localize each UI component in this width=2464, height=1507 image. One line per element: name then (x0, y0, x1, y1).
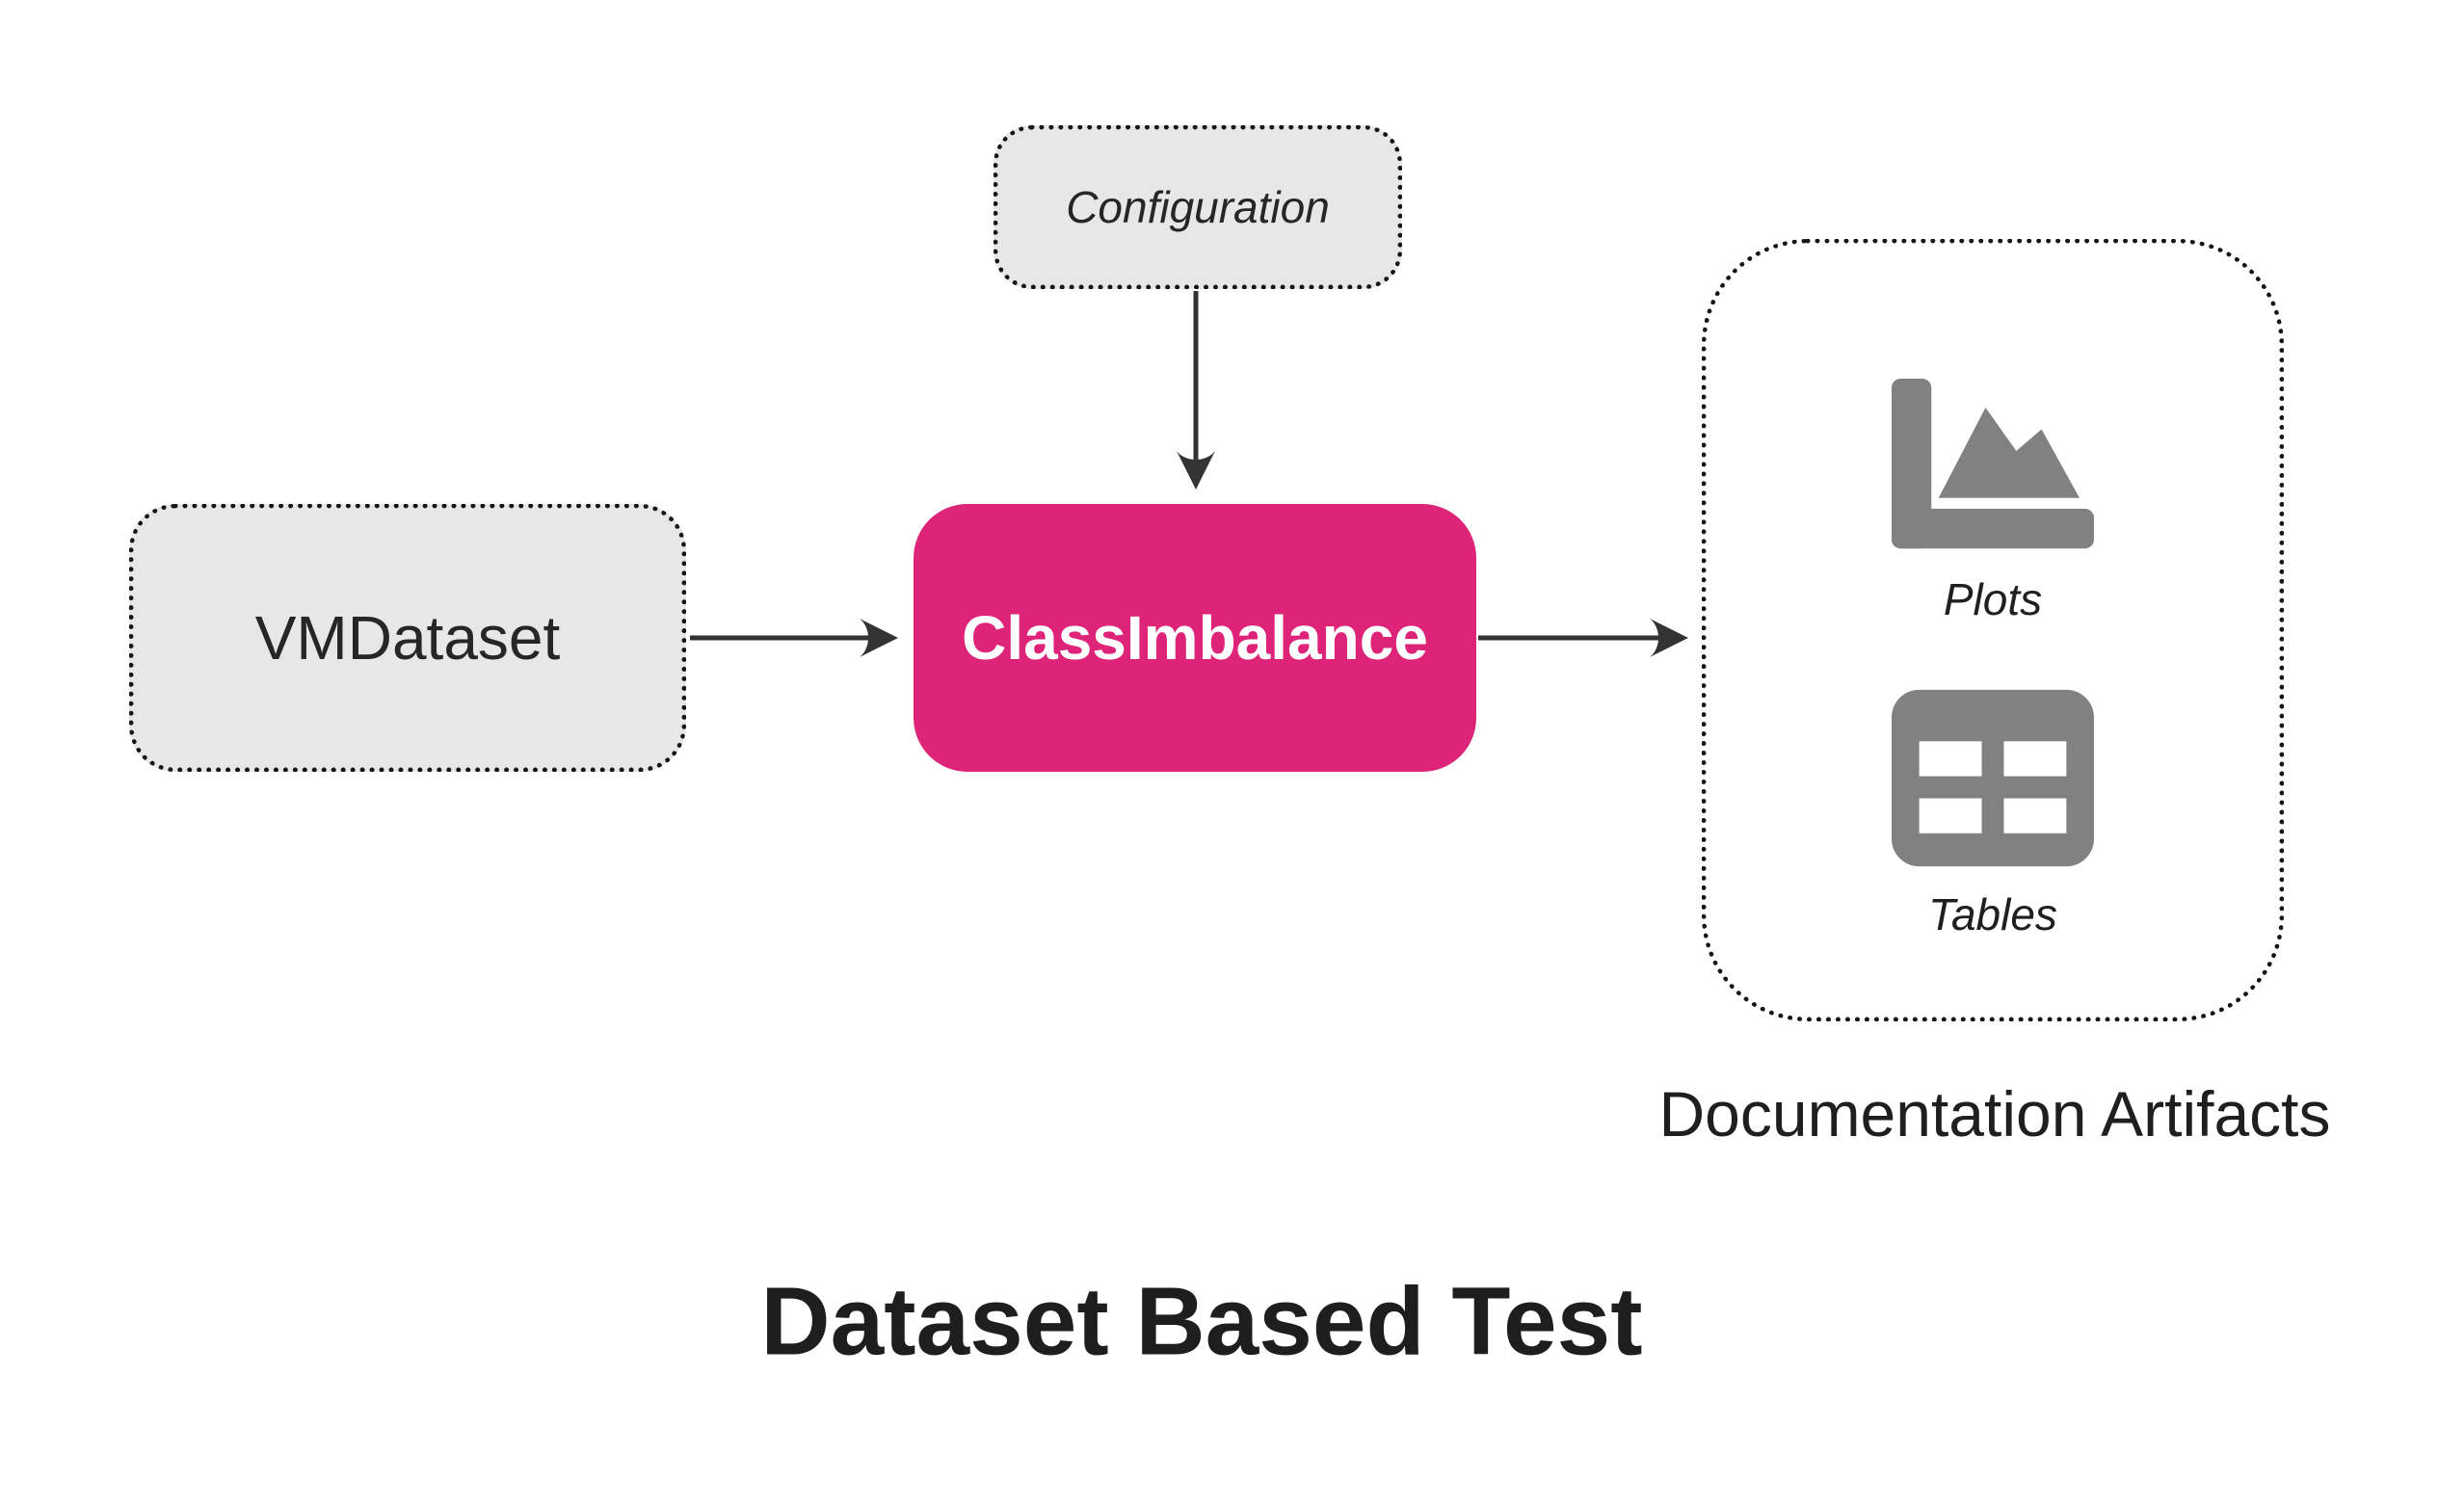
class-imbalance-node: ClassImbalance (914, 504, 1476, 772)
vmdataset-node: VMDataset (129, 504, 686, 772)
configuration-node: Configuration (994, 125, 1402, 289)
vmdataset-label: VMDataset (254, 602, 561, 673)
class-imbalance-label: ClassImbalance (962, 602, 1428, 673)
area-chart-icon (1892, 379, 2094, 549)
documentation-artifacts-caption: Documentation Artifacts (1658, 1078, 2331, 1150)
diagram-title: Dataset Based Test (760, 1267, 1643, 1376)
plots-label: Plots (1943, 574, 2043, 624)
documentation-artifacts-container: Plots Tables (1702, 239, 2284, 1021)
tables-label: Tables (1928, 889, 2057, 939)
table-icon (1892, 689, 2094, 867)
tables-item: Tables (1892, 689, 2094, 940)
plots-item: Plots (1882, 379, 2104, 625)
configuration-label: Configuration (1066, 181, 1330, 232)
